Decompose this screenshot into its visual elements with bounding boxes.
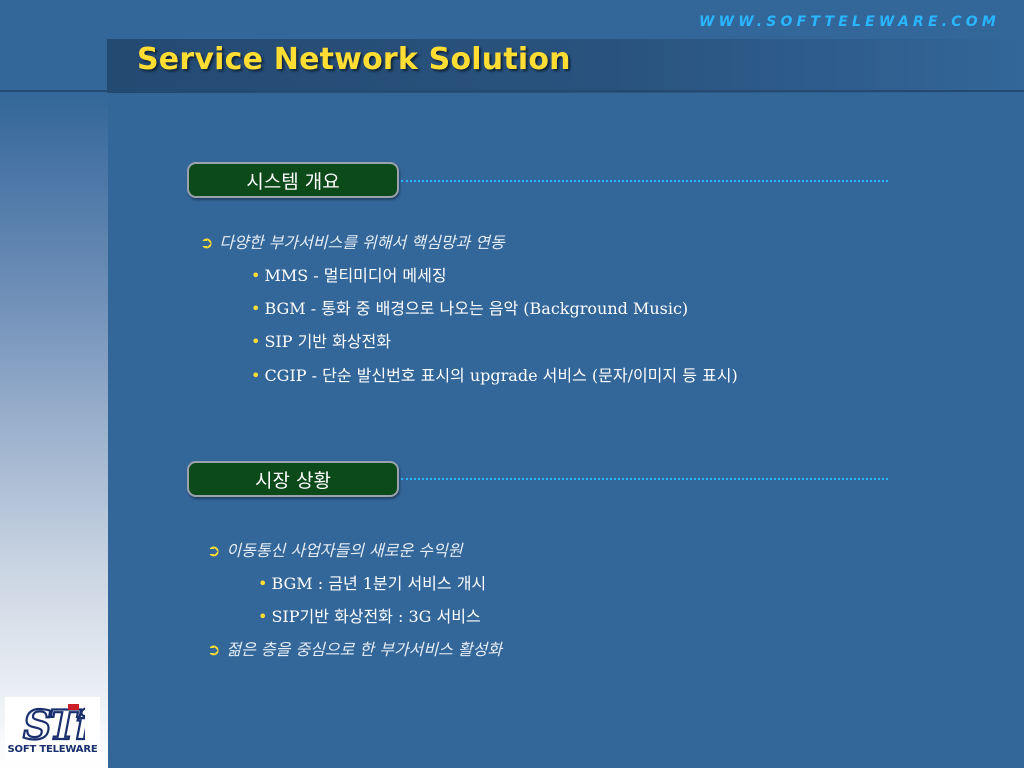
slide-title: Service Network Solution	[137, 42, 571, 77]
section-heading-text: 이동통신 사업자들의 새로운 수익원	[226, 541, 463, 560]
logo-text: SOFT TELEWARE	[7, 744, 98, 755]
section-heading: ➲ 이동통신 사업자들의 새로운 수익원	[207, 537, 462, 561]
arrow-bullet-icon: ➲	[207, 640, 221, 659]
arrow-bullet-icon: ➲	[207, 541, 221, 560]
list-item: •MMS - 멀티미디어 메세징	[251, 262, 447, 286]
list-item-text: CGIP - 단순 발신번호 표시의 upgrade 서비스 (문자/이미지 등…	[264, 366, 738, 385]
list-item: •SIP기반 화상전화 : 3G 서비스	[258, 603, 481, 627]
section-heading: ➲ 다양한 부가서비스를 위해서 핵심망과 연동	[200, 229, 505, 253]
list-item: •SIP 기반 화상전화	[251, 328, 391, 352]
list-item-text: SIP기반 화상전화 : 3G 서비스	[271, 607, 481, 626]
bullet-icon: •	[251, 366, 261, 385]
section-heading: ➲ 젊은 층을 중심으로 한 부가서비스 활성화	[207, 636, 502, 660]
list-item: •BGM - 통화 중 배경으로 나오는 음악 (Background Musi…	[251, 295, 688, 319]
sti-logo-icon: STi	[22, 701, 85, 743]
section-label-system-overview: 시스템 개요	[187, 162, 399, 198]
left-gradient-band	[0, 93, 108, 768]
bullet-icon: •	[251, 266, 261, 285]
bullet-icon: •	[258, 607, 268, 626]
header-divider	[0, 90, 1024, 92]
bullet-icon: •	[251, 299, 261, 318]
title-bar	[107, 39, 1024, 93]
list-item-text: MMS - 멀티미디어 메세징	[264, 266, 447, 285]
arrow-bullet-icon: ➲	[200, 233, 214, 252]
list-item-text: SIP 기반 화상전화	[264, 332, 391, 351]
website-url[interactable]: WWW.SOFTTELEWARE.COM	[699, 14, 1000, 30]
list-item-text: BGM - 통화 중 배경으로 나오는 음악 (Background Music…	[264, 299, 689, 318]
list-item: •CGIP - 단순 발신번호 표시의 upgrade 서비스 (문자/이미지 …	[251, 362, 738, 386]
section-divider-dotted	[401, 180, 888, 182]
list-item: •BGM : 금년 1분기 서비스 개시	[258, 570, 486, 594]
section-heading-text: 젊은 층을 중심으로 한 부가서비스 활성화	[226, 640, 503, 659]
company-logo: STi SOFT TELEWARE	[5, 697, 100, 763]
list-item-text: BGM : 금년 1분기 서비스 개시	[271, 574, 487, 593]
bullet-icon: •	[258, 574, 268, 593]
section-heading-text: 다양한 부가서비스를 위해서 핵심망과 연동	[219, 233, 505, 252]
bullet-icon: •	[251, 332, 261, 351]
section-divider-dotted	[401, 478, 888, 480]
section-label-market-status: 시장 상황	[187, 461, 399, 497]
